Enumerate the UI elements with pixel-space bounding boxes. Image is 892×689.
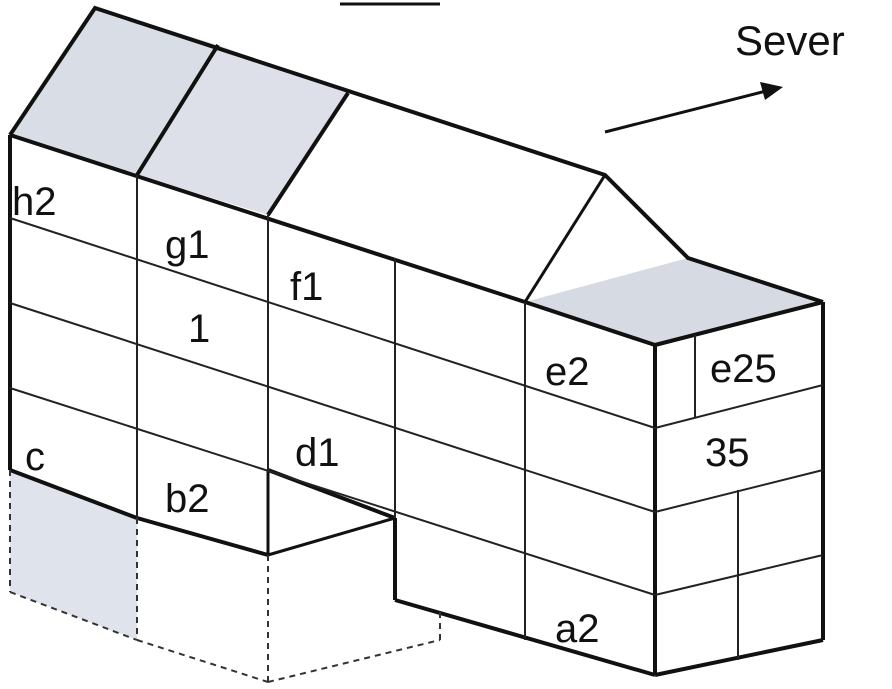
label-g1: g1 xyxy=(165,223,210,267)
base-edge-2 xyxy=(136,516,269,557)
label-b2: b2 xyxy=(165,477,210,521)
label-e25: e25 xyxy=(710,347,777,391)
gable-edge xyxy=(523,174,607,303)
label-a2: a2 xyxy=(555,607,600,651)
base-edge-1 xyxy=(9,468,138,520)
roof-gable xyxy=(525,175,688,302)
roof-panel-shaded-1 xyxy=(10,8,218,175)
roof-divider-1 xyxy=(135,43,220,177)
north-arrow-icon xyxy=(760,82,783,100)
grid-h-2 xyxy=(9,302,656,513)
label-h2: h2 xyxy=(12,180,57,224)
label-c: c xyxy=(25,435,45,479)
grid-h-3 xyxy=(9,387,656,596)
wing-grid-h-1 xyxy=(654,384,824,429)
label-35: 35 xyxy=(705,431,750,475)
roof-panel-white xyxy=(268,93,605,302)
notch-diag xyxy=(267,516,396,557)
label-d1: d1 xyxy=(295,431,340,475)
roof-divider-2 xyxy=(266,91,350,217)
wing-top-front-edge xyxy=(524,300,656,347)
label-1: 1 xyxy=(188,307,210,351)
north-direction-label: Sever xyxy=(735,17,845,64)
lower-left-shaded xyxy=(10,470,137,640)
dashed-removed-blocks xyxy=(9,470,441,683)
grid-h-1 xyxy=(9,217,656,429)
label-e2: e2 xyxy=(545,350,590,394)
label-f1: f1 xyxy=(290,265,323,309)
north-arrow-line xyxy=(604,88,771,134)
wing-top-right-edge xyxy=(654,300,824,347)
